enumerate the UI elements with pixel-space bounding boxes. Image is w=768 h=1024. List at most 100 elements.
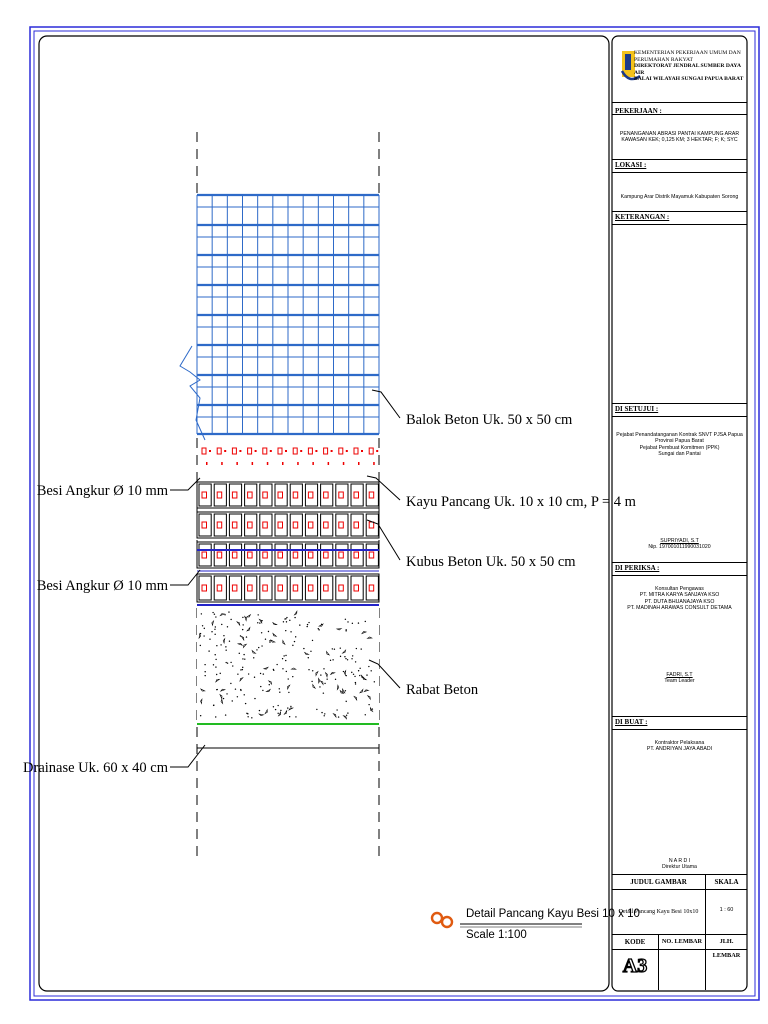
kayu-pancang-cell	[213, 575, 227, 601]
kayu-pancang-cell	[198, 483, 212, 507]
disetujui-header: DI SETUJUI :	[612, 404, 747, 417]
hatch-dot	[274, 708, 277, 711]
hatch-dot	[357, 622, 360, 624]
hatch-dot	[215, 658, 217, 661]
skala-value: 1 : 60	[719, 907, 734, 913]
hatch-dot	[373, 681, 376, 683]
besi-angkur-mark	[292, 491, 299, 499]
directorate-line-2: BALAI WILAYAH SUNGAI PAPUA BARAT	[634, 76, 744, 83]
besi-angkur-mark	[231, 521, 238, 529]
kayu-pancang-cell	[228, 543, 243, 567]
hatch-dot	[214, 628, 216, 630]
hatch-dot	[212, 664, 215, 666]
hatch-dot	[209, 638, 211, 640]
disetujui-line-2: Provinsi Papua Barat	[655, 438, 704, 445]
hatch-dot	[366, 674, 368, 676]
hatch-dot	[339, 647, 341, 649]
hatch-dot	[292, 644, 294, 647]
hatch-dot	[254, 697, 256, 700]
jlh-lembar-label: JLH. LEMBAR	[712, 938, 741, 959]
hatch-dot	[216, 645, 218, 647]
hatch-dot	[278, 688, 280, 690]
hatch-dot	[253, 676, 256, 678]
hatch-dot	[286, 616, 288, 619]
kode-header: KODE NO. LEMBAR JLH. LEMBAR	[612, 935, 747, 959]
kayu-pancang-cell	[213, 483, 227, 507]
kayu-pancang-cell	[320, 513, 334, 537]
anchor-tick	[373, 462, 375, 465]
hatch-dot	[347, 621, 349, 623]
hatch-dot	[287, 707, 289, 709]
hatch-dot	[311, 670, 314, 672]
hatch-dot	[247, 716, 249, 718]
hatch-aggregate	[267, 680, 273, 686]
hatch-dot	[322, 692, 325, 694]
hatch-aggregate	[199, 688, 206, 692]
besi-angkur-mark	[292, 521, 299, 529]
anchor-mark	[201, 447, 207, 455]
hatch-dot	[219, 672, 221, 675]
kayu-pancang-cell	[244, 483, 258, 507]
anchor-dot	[269, 450, 272, 452]
hatch-dot	[247, 713, 249, 715]
besi-angkur-mark	[216, 521, 223, 529]
hatch-dot	[342, 670, 345, 673]
besi-angkur-mark	[216, 491, 223, 499]
besi-angkur-mark	[368, 521, 375, 529]
hatch-dot	[370, 670, 372, 672]
institution-line-1: KEMENTERIAN PEKERJAAN UMUM DAN	[634, 50, 741, 56]
kayu-pancang-cell	[304, 483, 319, 507]
hatch-dot	[258, 646, 260, 649]
besi-angkur-mark	[292, 584, 299, 592]
hatch-dot	[277, 712, 279, 715]
hatch-dot	[306, 623, 309, 626]
institution-line-2: PERUMAHAN RAKYAT	[634, 56, 693, 63]
hatch-aggregate	[287, 684, 291, 691]
hatch-dot	[276, 663, 278, 666]
concrete-hatch	[198, 610, 376, 720]
hatch-dot	[368, 703, 370, 706]
anchor-dot	[345, 450, 348, 452]
pekerjaan-divider	[612, 114, 747, 115]
hatch-dot	[364, 620, 366, 623]
hatch-dot	[308, 669, 310, 671]
diperiksa-label: DI PERIKSA :	[615, 564, 660, 572]
besi-angkur-mark	[368, 584, 375, 592]
kayu-pancang-cell	[304, 513, 319, 537]
kode-body: A3	[612, 950, 747, 990]
besi-angkur-mark	[201, 584, 207, 592]
diperiksa-body: Konsultan Pengawas PT. MITRA KARYA SANJA…	[612, 576, 747, 717]
disetujui-nip: Nip. 197001011990031020	[648, 544, 711, 551]
besi-angkur-mark	[216, 551, 223, 559]
hatch-dot	[269, 641, 271, 643]
hatch-dot	[245, 636, 248, 638]
hatch-dot	[294, 616, 296, 619]
hatch-aggregate	[277, 710, 281, 717]
hatch-aggregate	[272, 621, 278, 626]
anchor-dot	[300, 450, 303, 452]
hatch-dot	[272, 706, 275, 708]
besi-angkur-mark	[247, 491, 253, 499]
hatch-aggregate	[361, 631, 368, 635]
hatch-aggregate	[319, 680, 324, 686]
judul-gambar-header: JUDUL GAMBAR SKALA	[612, 875, 747, 890]
lokasi-value: Kampung Arar Distrik Mayamuk Kabupaten S…	[620, 194, 739, 200]
pekerjaan-body: PENANGANAN ABRASI PANTAI KAMPUNG ARAR KA…	[612, 115, 747, 160]
anchor-dot	[239, 450, 242, 452]
hatch-aggregate	[236, 643, 244, 646]
hatch-aggregate	[236, 621, 241, 627]
hatch-dot	[288, 716, 291, 718]
kayu-pancang-cell	[350, 543, 364, 567]
hatch-dot	[299, 624, 301, 626]
hatch-dot	[323, 715, 325, 717]
hatch-dot	[282, 668, 284, 670]
hatch-dot	[203, 635, 205, 637]
anchor-tick	[312, 462, 314, 465]
hatch-dot	[360, 648, 362, 650]
keterangan-label: KETERANGAN :	[615, 213, 670, 221]
hatch-dot	[214, 654, 216, 656]
hatch-dot	[344, 656, 346, 658]
hatch-dot	[203, 627, 205, 630]
hatch-aggregate	[198, 632, 201, 640]
